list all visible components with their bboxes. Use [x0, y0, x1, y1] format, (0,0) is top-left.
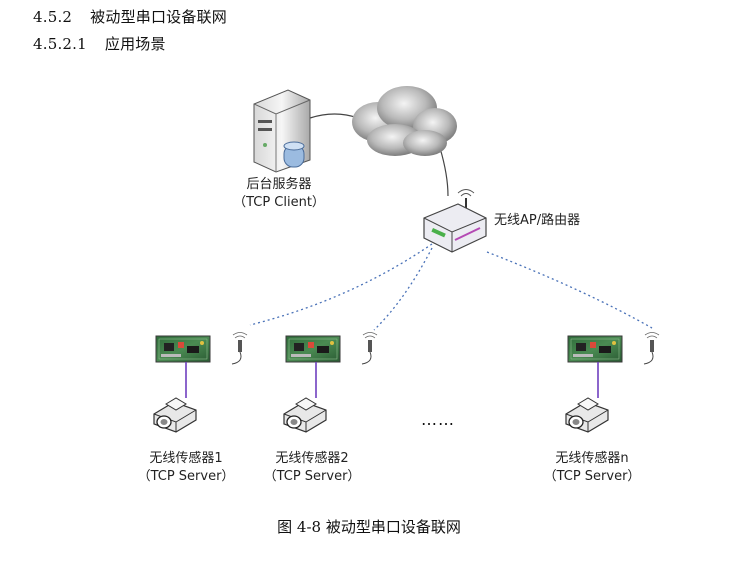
more-sensors-ellipsis: …… — [421, 410, 455, 429]
sensor-n-board — [567, 332, 660, 365]
section-title: 被动型串口设备联网 — [90, 8, 227, 26]
server-label: 后台服务器 （TCP Client） — [224, 176, 334, 212]
sensor-1-name: 无线传感器1 — [149, 451, 223, 466]
sensor-2-role: （TCP Server） — [263, 469, 361, 484]
sensor-1-role: （TCP Server） — [137, 469, 235, 484]
cloud-router-link — [439, 147, 449, 197]
router-label: 无线AP/路由器 — [494, 212, 580, 230]
sensor-n-role: （TCP Server） — [543, 469, 641, 484]
section-heading: 4.5.2 被动型串口设备联网 — [33, 6, 227, 27]
wireless-link-2 — [373, 247, 433, 331]
server-cloud-link — [309, 113, 359, 119]
sensor-1-board — [155, 332, 248, 365]
internet-cloud-icon — [352, 86, 457, 156]
server-role: （TCP Client） — [233, 195, 325, 210]
server-icon — [253, 89, 311, 173]
wireless-link-1 — [249, 243, 433, 326]
figure-caption: 图 4-8 被动型串口设备联网 — [277, 518, 461, 536]
sensor-1-label: 无线传感器1 （TCP Server） — [126, 450, 246, 486]
router-icon — [423, 189, 487, 253]
subsection-title: 应用场景 — [104, 35, 166, 53]
sensor-n-device-icon — [565, 397, 609, 433]
wireless-link-n — [486, 251, 653, 329]
sensor-1-device-icon — [153, 397, 197, 433]
subsection-heading: 4.5.2.1 应用场景 — [33, 33, 166, 54]
sensor-2-board — [285, 332, 378, 365]
subsection-number: 4.5.2.1 — [33, 35, 87, 53]
section-number: 4.5.2 — [33, 8, 73, 26]
server-name: 后台服务器 — [246, 177, 312, 192]
router-name: 无线AP/路由器 — [494, 213, 581, 228]
sensor-2-label: 无线传感器2 （TCP Server） — [252, 450, 372, 486]
sensor-n-label: 无线传感器n （TCP Server） — [532, 450, 652, 486]
sensor-2-name: 无线传感器2 — [275, 451, 349, 466]
sensor-2-device-icon — [283, 397, 327, 433]
sensor-n-name: 无线传感器n — [555, 451, 629, 466]
